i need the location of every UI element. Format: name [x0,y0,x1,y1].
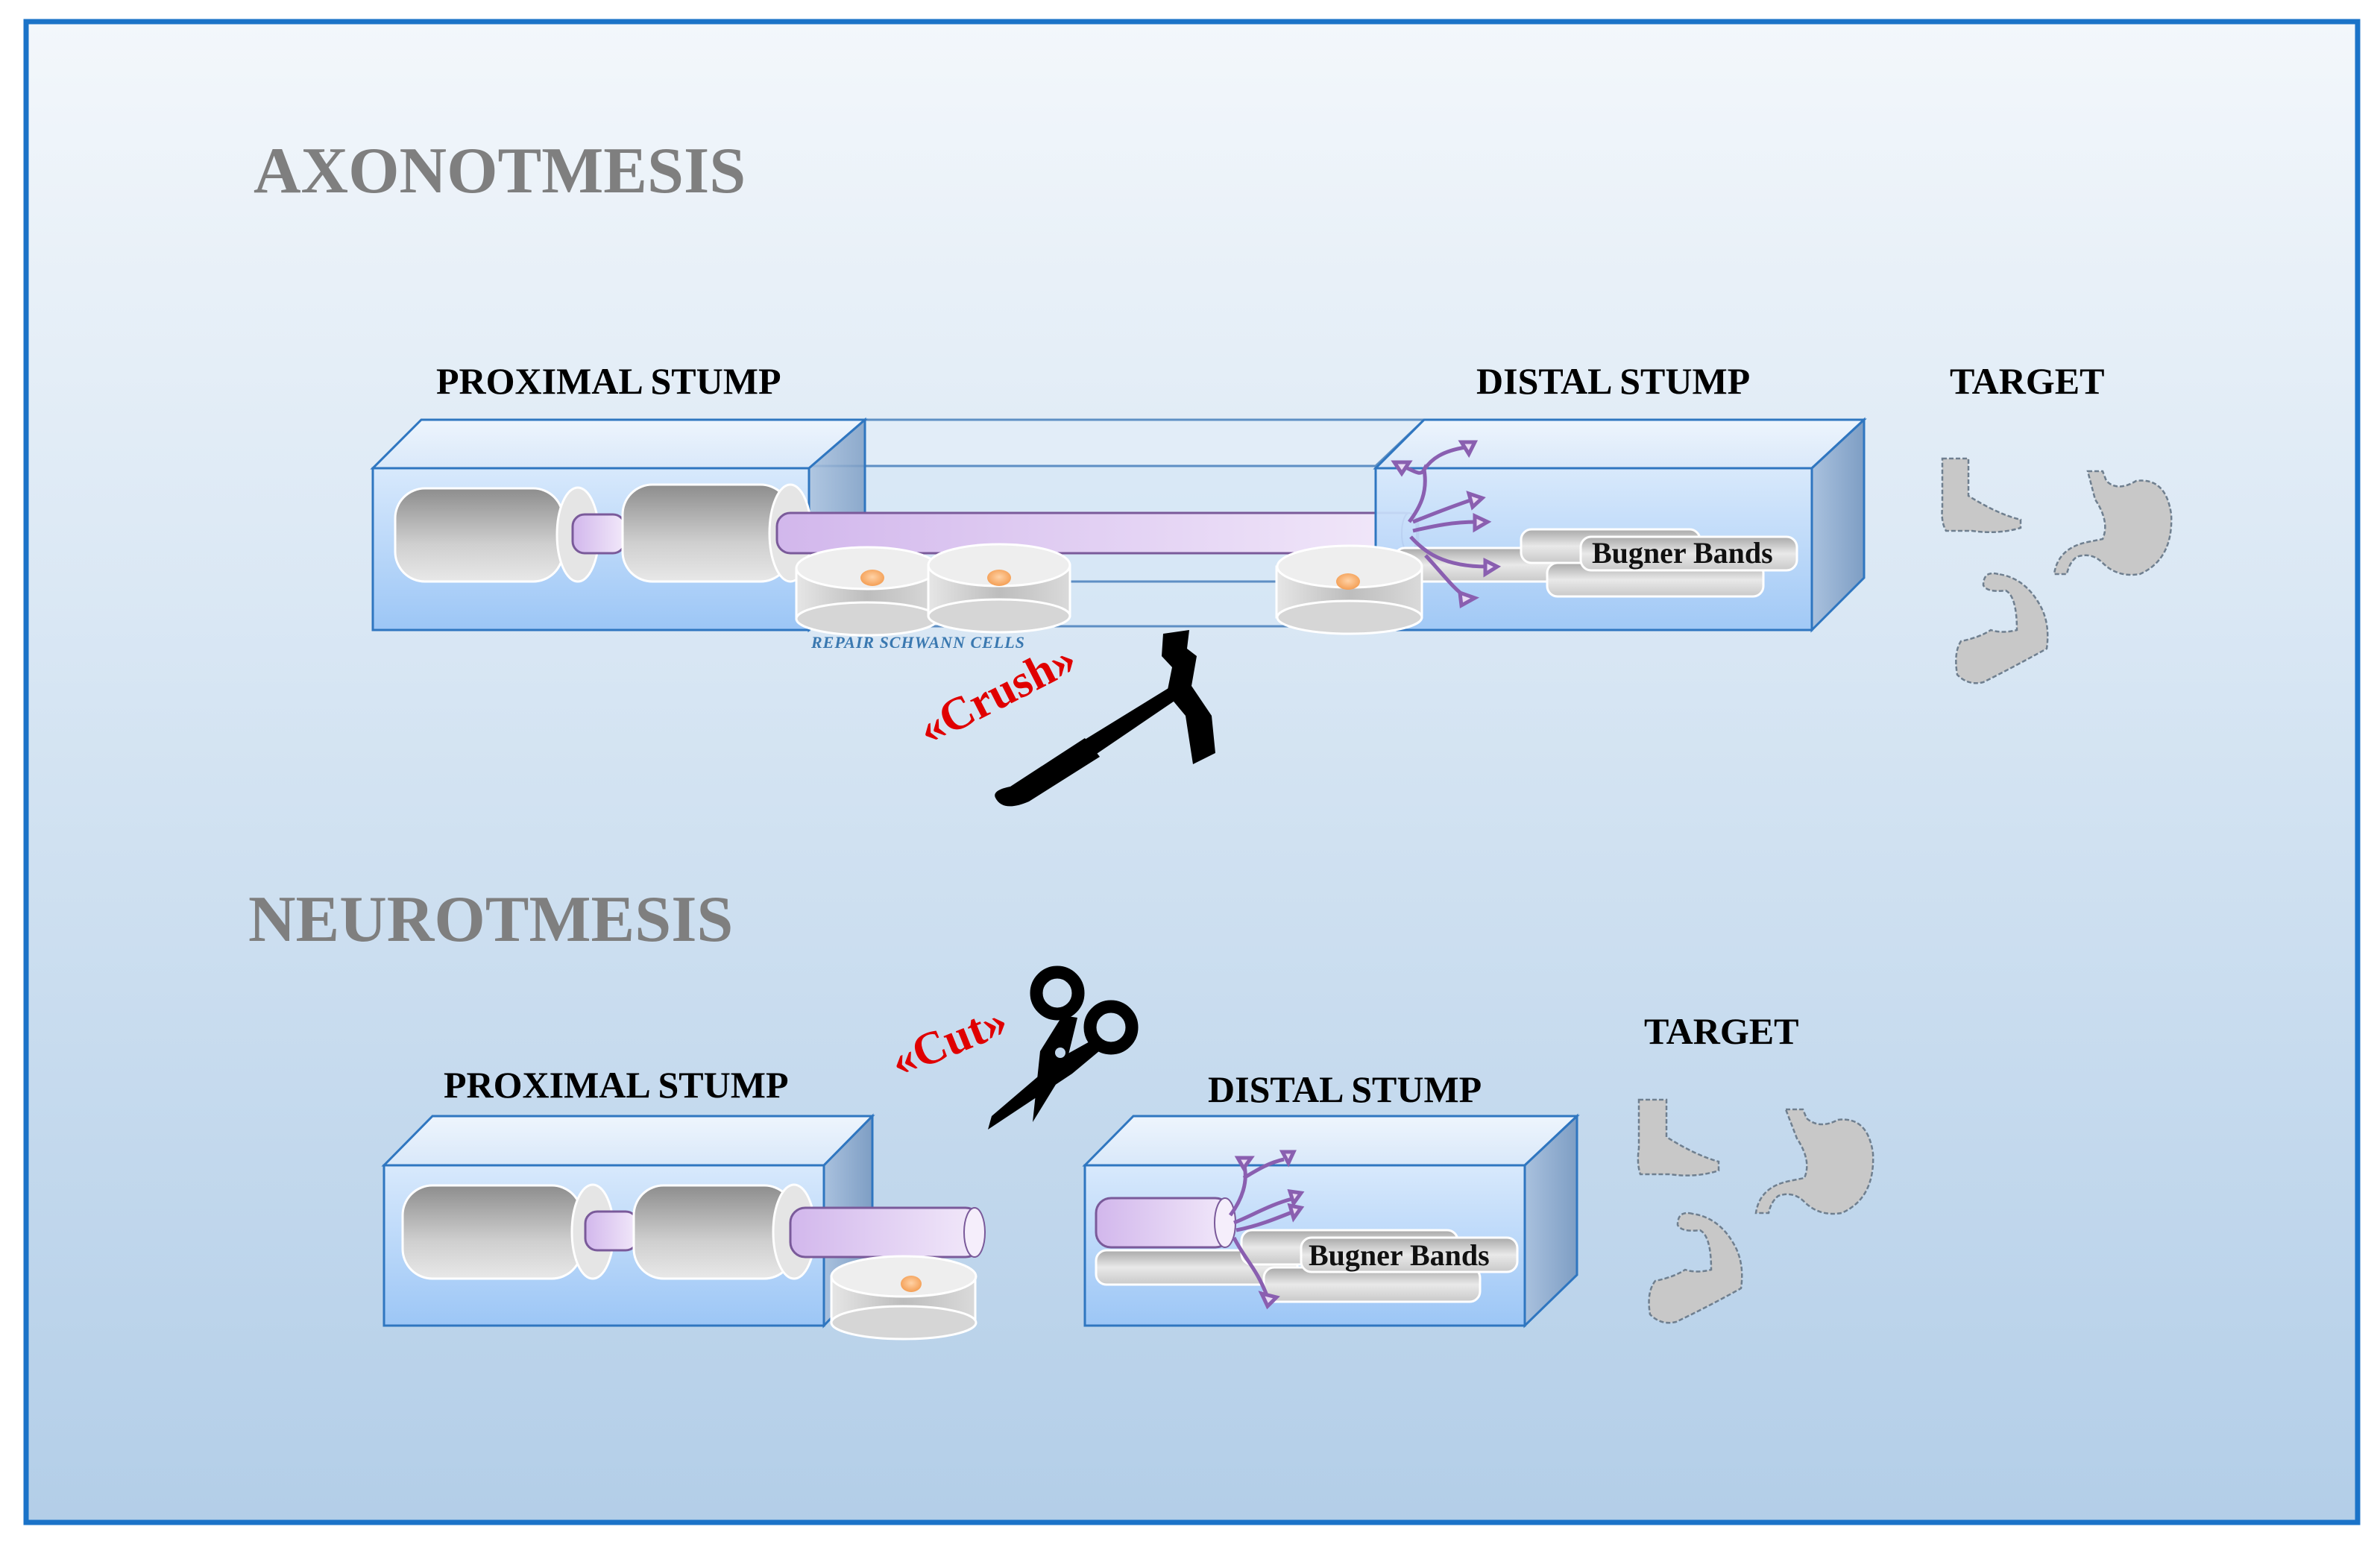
target-organs [1941,457,2173,684]
foot-icon [1637,1098,1720,1176]
distal-stump-label: DISTAL STUMP [1476,360,1750,402]
neurotmesis-section: NEUROTMESIS PROXIMAL STUMP DISTAL STUMP … [248,883,1874,1341]
section-title-axonotmesis: AXONOTMESIS [254,135,746,207]
myelin-sheath-segment [632,1183,816,1280]
scissors-icon [988,965,1139,1130]
target-label: TARGET [1950,360,2104,402]
arm-muscle-icon [1648,1212,1743,1324]
axon-node-segment [584,1210,639,1252]
target-label: TARGET [1644,1010,1798,1052]
growth-cone-branches [1391,440,1502,608]
schwann-cell [927,543,1071,634]
proximal-stump-label: PROXIMAL STUMP [444,1064,789,1106]
bungner-bands-label: Bugner Bands [1592,536,1773,570]
stomach-icon [1754,1108,1874,1215]
axon-node-segment [571,513,626,555]
hammer-icon [995,630,1215,807]
severed-axon-distal [1095,1197,1236,1249]
bungner-bands: Bugner Bands [1095,1229,1519,1303]
bungner-bands: Bugner Bands [1393,528,1798,598]
severed-axon-proximal [789,1206,986,1259]
myelin-sheath-segment [401,1183,615,1280]
myelin-sheath-segment [394,486,600,583]
stomach-icon [2053,470,2173,576]
target-organs [1637,1098,1874,1324]
schwann-cell [830,1255,978,1341]
bungner-bands-label: Bugner Bands [1309,1238,1490,1272]
growth-cone-branches [1228,1150,1305,1310]
repair-schwann-cells-label: REPAIR SCHWANN CELLS [810,633,1025,652]
distal-stump-label: DISTAL STUMP [1208,1068,1482,1110]
section-title-neurotmesis: NEUROTMESIS [248,883,733,956]
schwann-cell [1275,544,1423,635]
proximal-stump-label: PROXIMAL STUMP [436,360,781,402]
myelin-sheath-segment [621,483,813,583]
foot-icon [1941,457,2022,534]
arm-muscle-icon [1955,572,2049,684]
schwann-cell [795,546,939,637]
